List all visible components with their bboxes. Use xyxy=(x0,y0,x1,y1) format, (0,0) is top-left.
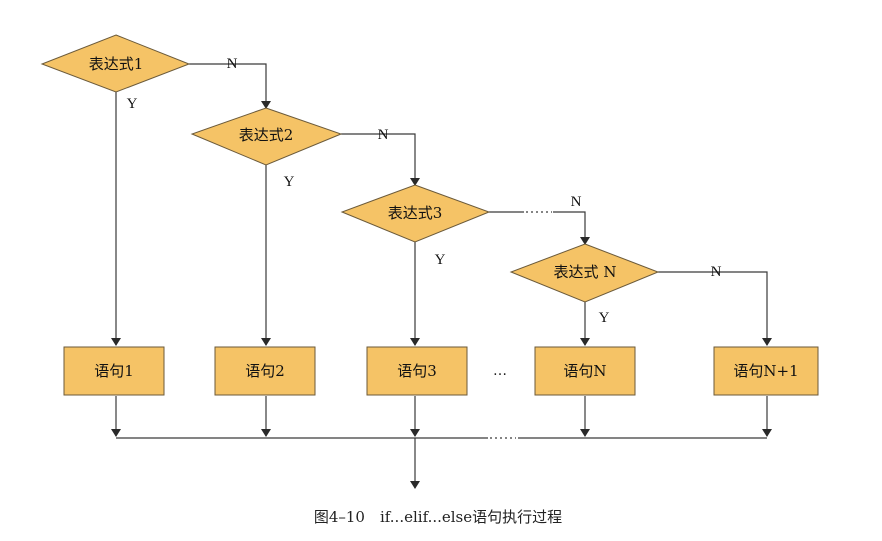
decision-expr2: 表达式2 xyxy=(190,107,343,166)
label-no-expr3: N xyxy=(571,194,582,210)
decision-expr1-label: 表达式1 xyxy=(89,55,144,73)
decision-expr3-label: 表达式3 xyxy=(388,204,443,222)
statement-N: 语句N xyxy=(534,346,636,396)
statement-2-label: 语句2 xyxy=(245,362,285,380)
label-yes-expr1: Y xyxy=(127,96,138,112)
edge-exprN-stmtN1 xyxy=(658,271,772,346)
statement-1-label: 语句1 xyxy=(94,362,134,380)
edge-expr3-exprN xyxy=(553,211,590,245)
decision-expr3: 表达式3 xyxy=(340,184,491,243)
edge-expr2-expr3 xyxy=(341,133,420,186)
label-yes-expr2: Y xyxy=(284,174,295,190)
edge-expr1-expr2 xyxy=(189,63,271,109)
label-yes-exprN: Y xyxy=(599,310,610,326)
statement-1: 语句1 xyxy=(63,346,165,396)
label-no-expr2: N xyxy=(378,127,389,143)
decision-expr1: 表达式1 xyxy=(40,34,191,93)
decision-expr2-label: 表达式2 xyxy=(239,126,294,144)
label-no-expr1: N xyxy=(227,56,238,72)
statement-2: 语句2 xyxy=(214,346,316,396)
statement-3-label: 语句3 xyxy=(397,362,437,380)
label-yes-expr3: Y xyxy=(435,252,446,268)
decision-exprN: 表达式 N xyxy=(509,243,660,303)
statement-N-plus-1-label: 语句N+1 xyxy=(733,362,798,380)
statement-3: 语句3 xyxy=(366,346,468,396)
statement-N-plus-1: 语句N+1 xyxy=(713,346,819,396)
decision-exprN-label: 表达式 N xyxy=(554,263,617,281)
label-no-exprN: N xyxy=(711,264,722,280)
figure-caption: 图4–10 if...elif...else语句执行过程 xyxy=(314,508,562,526)
statement-N-label: 语句N xyxy=(563,362,606,380)
ellipsis-statements: … xyxy=(493,363,507,379)
